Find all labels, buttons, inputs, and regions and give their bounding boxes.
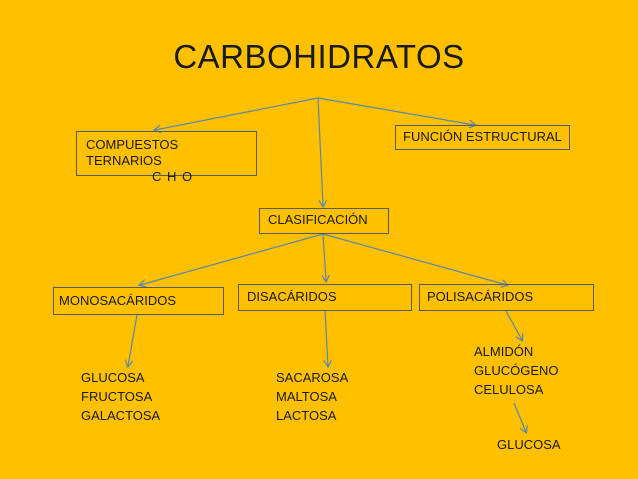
- list-item: GLUCOSA: [81, 370, 145, 385]
- list-item: MALTOSA: [276, 389, 337, 404]
- list-item: GALACTOSA: [81, 408, 161, 423]
- arrow-to-mono-list: [128, 314, 138, 366]
- footer-glucosa: GLUCOSA: [497, 437, 561, 452]
- node-polisacaridos: POLISACÁRIDOS: [419, 284, 594, 311]
- list-item: ALMIDÓN: [474, 344, 534, 359]
- list-monosacaridos: GLUCOSA FRUCTOSA GALACTOSA: [81, 368, 160, 425]
- compuestos-line-1: COMPUESTOS TERNARIOS: [86, 137, 179, 168]
- arrow-to-clasificacion: [317, 97, 323, 206]
- list-item: SACAROSA: [276, 370, 349, 385]
- arrow-to-disacaridos: [323, 233, 326, 281]
- node-disacaridos: DISACÁRIDOS: [238, 284, 412, 311]
- disacaridos-label: DISACÁRIDOS: [247, 289, 337, 304]
- arrow-to-polisacaridos: [322, 233, 507, 285]
- node-funcion-estructural: FUNCIÓN ESTRUCTURAL: [395, 125, 570, 150]
- list-disacaridos: SACAROSA MALTOSA LACTOSA: [276, 368, 348, 425]
- clasificacion-label: CLASIFICACIÓN: [268, 212, 368, 227]
- diagram-title: CARBOHIDRATOS: [173, 38, 465, 75]
- node-monosacaridos: MONOSACÁRIDOS: [53, 287, 224, 315]
- arrow-to-compuestos: [155, 97, 319, 130]
- node-compuestos-ternarios: COMPUESTOS TERNARIOS C H O: [76, 131, 257, 184]
- arrow-to-monosacaridos: [140, 233, 324, 285]
- list-item: CELULOSA: [474, 382, 544, 397]
- list-item: LACTOSA: [276, 408, 337, 423]
- funcion-label: FUNCIÓN ESTRUCTURAL: [403, 129, 562, 144]
- arrow-to-glucosa: [513, 402, 526, 432]
- list-polisacaridos: ALMIDÓN GLUCÓGENO CELULOSA: [474, 342, 559, 399]
- monosacaridos-label: MONOSACÁRIDOS: [59, 293, 177, 308]
- node-clasificacion: CLASIFICACIÓN: [259, 208, 389, 234]
- arrow-to-poli-list: [505, 310, 522, 340]
- list-item: GLUCÓGENO: [474, 363, 559, 378]
- arrow-to-di-list: [325, 310, 328, 366]
- arrow-to-funcion: [317, 97, 475, 125]
- compuestos-line-2: C H O: [152, 169, 194, 184]
- list-item: FRUCTOSA: [81, 389, 153, 404]
- polisacaridos-label: POLISACÁRIDOS: [427, 289, 534, 304]
